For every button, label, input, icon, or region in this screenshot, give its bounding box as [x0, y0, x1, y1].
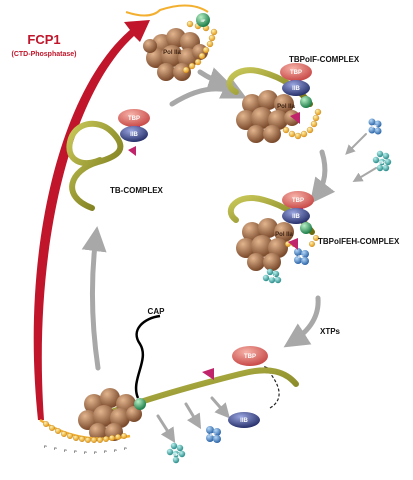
released-iie: IIE — [206, 426, 221, 443]
elongation-complex: CAP P P P P P P — [39, 307, 299, 464]
tbpolfeh-iie: IIE — [294, 248, 309, 265]
top-iif — [196, 13, 210, 27]
tb-tbp — [118, 109, 150, 127]
arrow-iih-in — [352, 167, 377, 183]
arrow-tb-to-tbpolf — [169, 76, 247, 107]
top-pol-label: Pol IIa — [163, 50, 181, 56]
tbpolfeh-iif — [300, 222, 312, 234]
tbpolf-pol-label: Pol IIa — [277, 104, 295, 110]
top-iif-label: IIF — [201, 18, 206, 23]
tbpolfeh-iib-label: IIB — [292, 214, 300, 220]
arrow-release-iih — [156, 414, 176, 444]
released-tbp-label: TBP — [244, 354, 256, 360]
tbpolf-tbp-label: TBP — [290, 70, 302, 76]
bottom-tata-marker — [202, 368, 214, 380]
svg-text:P: P — [64, 448, 67, 453]
tbpolfeh-complex-label: TBPolFEH-COMPLEX — [318, 237, 400, 246]
tbpolf-iib — [282, 80, 310, 96]
arrow-top-left-to-tbpolf — [197, 67, 234, 92]
tbpolfeh-tata-marker — [288, 238, 298, 250]
bottom-pol-body — [78, 388, 142, 441]
svg-text:P: P — [94, 450, 97, 455]
top-pol-complex: IIF Pol IIa — [125, 4, 218, 81]
tb-iib — [120, 126, 148, 142]
tbpolfeh-iih: IIH — [262, 268, 282, 284]
tb-complex: TBP IIB TB-COMPLEX — [66, 109, 164, 211]
free-iie-label: IIE — [372, 124, 378, 129]
tb-dna-ribbon — [66, 120, 124, 211]
tbpolfeh-iie-label: IIE — [298, 254, 304, 259]
tbpolfeh-complex: TBP IIB Pol IIa IIE IIH TBPolFEH-COMPLEX — [227, 191, 400, 284]
tbpolfeh-tbp-label: TBP — [292, 198, 304, 204]
released-iih: IIH — [166, 442, 186, 464]
bottom-ctd-phosphorylated: P P P P P P P P P — [39, 418, 131, 455]
tbpolf-ctd-beads — [282, 108, 322, 140]
arrow-bottom-to-tb — [81, 226, 107, 371]
tbpolfeh-iib — [282, 208, 310, 224]
svg-text:P: P — [124, 446, 127, 451]
free-iih-label: IIH — [379, 160, 385, 165]
fcp1-red-arrow — [33, 20, 150, 420]
svg-text:P: P — [44, 444, 47, 449]
svg-text:P: P — [84, 450, 87, 455]
tb-complex-label: TB-COMPLEX — [110, 186, 164, 195]
released-iib-label: IIB — [240, 418, 248, 424]
arrow-tbpolf-to-tbpolfeh — [309, 149, 336, 204]
tbpolfeh-tbp — [282, 191, 314, 209]
tbpolf-pol-body — [236, 90, 300, 143]
svg-text:P: P — [74, 449, 77, 454]
bottom-phosphate-labels: P P P P P P P P P — [44, 444, 127, 455]
svg-text:P: P — [104, 449, 107, 454]
bottom-ctd-beads — [43, 421, 127, 443]
tb-iib-label: IIB — [130, 132, 138, 138]
released-iib — [228, 412, 260, 428]
tbpolf-complex: TBP IIB Pol IIa TBPolF-COMPLEX — [226, 55, 360, 143]
arrow-release-iie — [184, 402, 202, 430]
tbpolf-complex-label: TBPolF-COMPLEX — [289, 55, 360, 64]
tbpolfeh-pol-label: Pol IIa — [275, 232, 293, 238]
top-ctd-beads — [182, 20, 218, 74]
cap-label: CAP — [148, 307, 166, 316]
tbpolf-tbp — [280, 63, 312, 81]
top-dna-strand — [125, 4, 209, 17]
cycle-arrows — [81, 67, 377, 444]
svg-text:P: P — [54, 446, 57, 451]
tbpolf-iif — [300, 96, 312, 108]
released-iie-label: IIE — [210, 432, 216, 437]
fcp1-title: FCP1 — [27, 32, 60, 47]
bottom-iif — [134, 398, 146, 410]
released-tbp — [232, 346, 268, 366]
arrow-tbpolfeh-to-elongation — [283, 295, 321, 348]
tb-tbp-label: TBP — [128, 116, 140, 122]
tbpolfeh-pol-body — [236, 218, 294, 271]
tb-tata-marker — [128, 146, 136, 156]
tbpolfeh-iih-label: IIH — [269, 274, 275, 279]
tbpolf-tata-marker — [290, 112, 300, 124]
arrow-release-iib — [210, 396, 230, 419]
free-iih-incoming: IIH — [372, 150, 392, 172]
tbpolf-iib-label: IIB — [292, 86, 300, 92]
svg-text:P: P — [114, 448, 117, 453]
cap-rna-strand — [134, 314, 161, 399]
arrow-iie-in — [345, 133, 367, 155]
xtps-label: XTPs — [320, 327, 341, 336]
released-iih-label: IIH — [173, 452, 179, 457]
free-iie-incoming: IIE — [368, 118, 382, 135]
fcp1-subtitle: (CTD-Phosphatase) — [12, 51, 77, 58]
